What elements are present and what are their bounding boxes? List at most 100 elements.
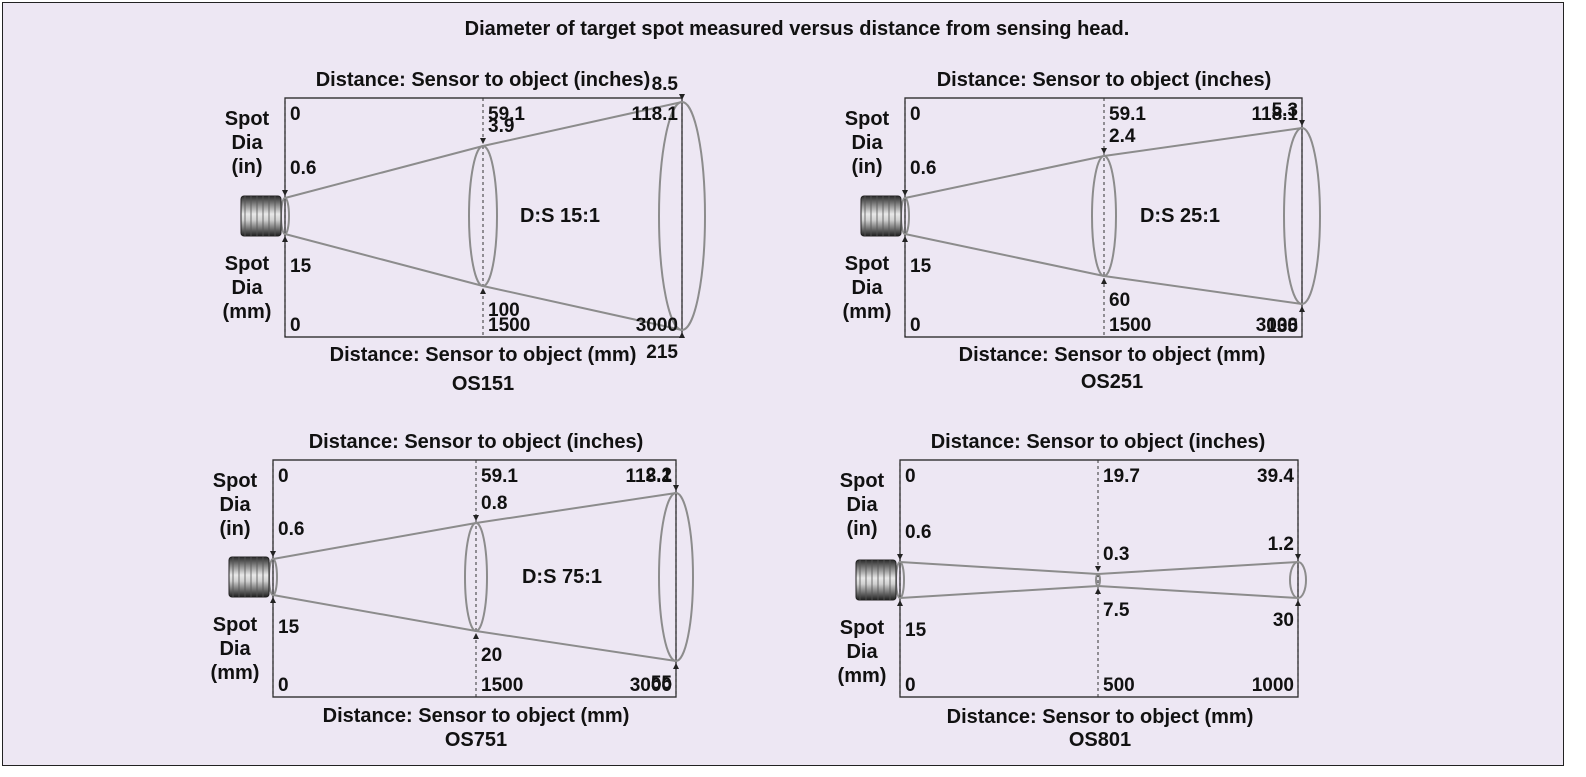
beam-upper-edge bbox=[904, 127, 1303, 199]
dist-mm-value: 3000 bbox=[1256, 315, 1298, 336]
dist-mm-value: 1500 bbox=[481, 675, 523, 696]
dist-in-value: 59.1 bbox=[481, 466, 518, 487]
spot-dia-in-label: Spot bbox=[845, 108, 890, 130]
spot-dia-in-label: (in) bbox=[851, 156, 882, 178]
arrow-up-icon bbox=[270, 597, 276, 603]
top-axis-label: Distance: Sensor to object (inches) bbox=[931, 431, 1266, 453]
spot-dia-mm-label: (mm) bbox=[843, 301, 892, 323]
spot-ellipse bbox=[1283, 127, 1321, 305]
spot-dia-mm-label: (mm) bbox=[211, 662, 260, 684]
spot-in-value: 5.3 bbox=[1272, 100, 1298, 121]
bottom-axis-label: Distance: Sensor to object (mm) bbox=[947, 706, 1254, 728]
dist-mm-value: 0 bbox=[278, 675, 289, 696]
spot-in-value: 0.6 bbox=[290, 158, 316, 179]
spot-dia-mm-label: Spot bbox=[840, 617, 885, 639]
dist-in-value: 39.4 bbox=[1257, 466, 1294, 487]
spot-mm-value: 7.5 bbox=[1103, 600, 1130, 621]
arrow-up-icon bbox=[282, 236, 288, 242]
bottom-axis-label: Distance: Sensor to object (mm) bbox=[330, 344, 637, 366]
ratio-label: D:S 15:1 bbox=[520, 205, 600, 227]
spot-in-value: 0.6 bbox=[278, 519, 304, 540]
spot-dia-in-label: Dia bbox=[231, 132, 263, 154]
arrow-up-icon bbox=[1101, 278, 1107, 284]
spot-dia-mm-label: Spot bbox=[213, 614, 258, 636]
arrow-down-icon bbox=[1101, 148, 1107, 154]
arrow-down-icon bbox=[282, 190, 288, 196]
dist-in-value: 118.1 bbox=[632, 104, 679, 125]
dist-in-value: 118.1 bbox=[1252, 104, 1299, 125]
dist-mm-value: 3000 bbox=[636, 315, 678, 336]
dist-in-value: 0 bbox=[910, 104, 921, 125]
model-name: OS151 bbox=[452, 373, 514, 395]
spot-mm-value: 15 bbox=[910, 256, 932, 277]
panel-box bbox=[272, 459, 677, 698]
arrow-up-icon bbox=[473, 633, 479, 639]
spot-mm-value: 135 bbox=[1266, 316, 1298, 337]
spot-dia-in-label: Dia bbox=[846, 494, 878, 516]
spot-dia-mm-label: Dia bbox=[851, 277, 883, 299]
dist-mm-value: 0 bbox=[910, 315, 921, 336]
top-axis-label: Distance: Sensor to object (inches) bbox=[309, 431, 644, 453]
model-name: OS801 bbox=[1069, 729, 1131, 751]
top-axis-label: Distance: Sensor to object (inches) bbox=[316, 69, 651, 91]
ratio-label: D:S 75:1 bbox=[522, 566, 602, 588]
dist-mm-value: 1500 bbox=[488, 315, 530, 336]
spot-ellipse bbox=[658, 101, 706, 331]
spot-dia-in-label: (in) bbox=[846, 518, 877, 540]
panel-os751: Distance: Sensor to object (inches) Dista… bbox=[211, 431, 694, 751]
arrow-down-icon bbox=[679, 94, 685, 100]
spot-ellipse bbox=[1095, 573, 1101, 587]
top-axis-label: Distance: Sensor to object (inches) bbox=[937, 69, 1272, 91]
spot-dia-in-label: Dia bbox=[851, 132, 883, 154]
arrow-down-icon bbox=[270, 551, 276, 557]
spot-mm-value: 215 bbox=[646, 342, 678, 363]
spot-mm-value: 15 bbox=[290, 256, 312, 277]
arrow-up-icon bbox=[902, 236, 908, 242]
dist-mm-value: 0 bbox=[290, 315, 301, 336]
arrow-up-icon bbox=[897, 600, 903, 606]
spot-dia-mm-label: (mm) bbox=[838, 665, 887, 687]
ratio-label: D:S 25:1 bbox=[1140, 205, 1220, 227]
spot-in-value: 8.5 bbox=[652, 74, 679, 95]
spot-mm-value: 55 bbox=[651, 673, 673, 694]
spot-ellipse bbox=[1289, 561, 1307, 599]
arrow-down-icon bbox=[1299, 120, 1305, 126]
spot-in-value: 3.9 bbox=[488, 116, 514, 137]
beam-lower-edge bbox=[272, 594, 677, 662]
dist-mm-value: 3000 bbox=[630, 675, 672, 696]
panel-os251: Distance: Sensor to object (inches)Dista… bbox=[843, 69, 1321, 393]
panel-box bbox=[899, 459, 1299, 698]
arrow-down-icon bbox=[1095, 566, 1101, 572]
sensor-head-icon bbox=[240, 195, 282, 237]
dist-in-value: 0 bbox=[905, 466, 916, 487]
arrow-up-icon bbox=[679, 332, 685, 338]
arrow-up-icon bbox=[673, 663, 679, 669]
spot-mm-value: 60 bbox=[1109, 290, 1130, 311]
arrow-up-icon bbox=[1095, 588, 1101, 594]
model-name: OS251 bbox=[1081, 371, 1143, 393]
arrow-down-icon bbox=[897, 554, 903, 560]
arrow-down-icon bbox=[473, 515, 479, 521]
panel-os801: Distance: Sensor to object (inches) Dista… bbox=[838, 431, 1307, 751]
spot-in-value: 1.2 bbox=[1268, 534, 1294, 555]
sensor-head-icon bbox=[855, 559, 897, 601]
spot-dia-mm-label: Dia bbox=[846, 641, 878, 663]
spot-ellipse bbox=[468, 145, 498, 287]
spot-dia-in-label: Spot bbox=[213, 470, 258, 492]
dist-in-value: 0 bbox=[290, 104, 301, 125]
dist-in-value: 59.1 bbox=[488, 104, 525, 125]
dist-mm-value: 0 bbox=[905, 675, 916, 696]
spot-ellipse bbox=[464, 522, 488, 632]
arrow-up-icon bbox=[1295, 600, 1301, 606]
spot-mm-value: 15 bbox=[905, 620, 927, 641]
spot-in-value: 0.3 bbox=[1103, 544, 1129, 565]
spot-dia-in-label: (in) bbox=[231, 156, 262, 178]
dist-mm-value: 1000 bbox=[1252, 675, 1294, 696]
spot-dia-mm-label: Dia bbox=[219, 638, 251, 660]
spot-dia-mm-label: Spot bbox=[845, 253, 890, 275]
spot-mm-value: 30 bbox=[1273, 610, 1294, 631]
bottom-axis-label: Distance: Sensor to object (mm) bbox=[323, 705, 630, 727]
spot-ellipse bbox=[658, 492, 694, 662]
arrow-up-icon bbox=[1299, 306, 1305, 312]
